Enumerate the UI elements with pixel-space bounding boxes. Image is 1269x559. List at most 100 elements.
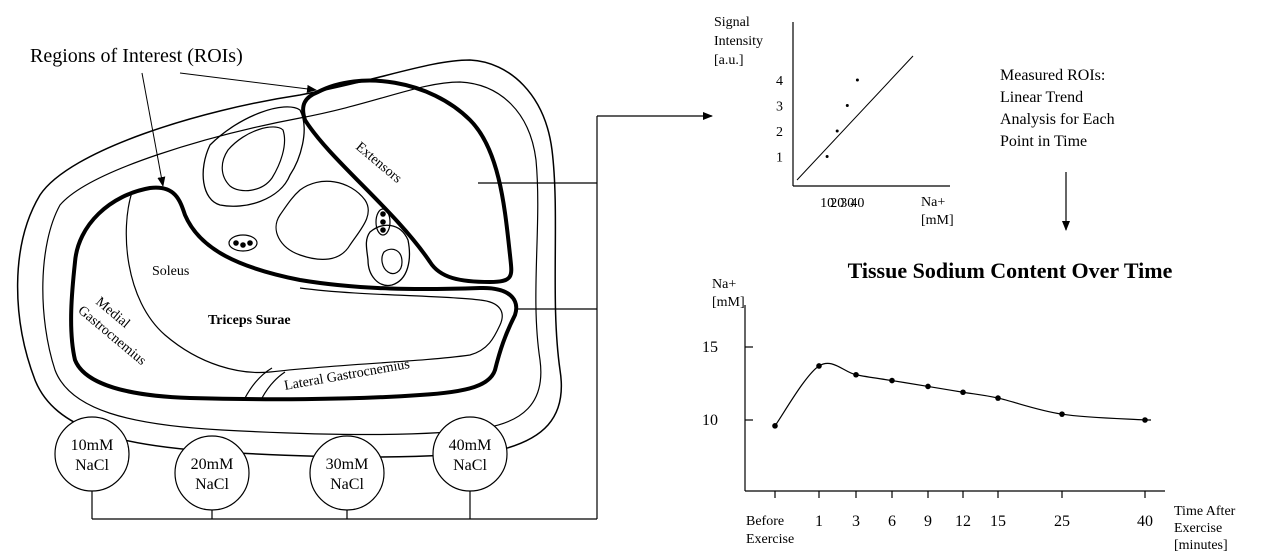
- calib-point: [835, 129, 839, 133]
- calibration-plot: Signal Intensity [a.u.] Na+ [mM] 1 2 3 4 10…: [714, 15, 954, 228]
- leg-cross-section: [16, 59, 563, 458]
- vessel-bundle-right: [375, 208, 391, 236]
- calib-y-tick: 1: [776, 151, 783, 166]
- measured-note-2: Linear Trend: [1000, 89, 1083, 106]
- calib-point: [845, 104, 849, 107]
- soleus-boundary: [125, 191, 271, 374]
- calib-y-tick: 2: [776, 125, 783, 140]
- roi-pointers: [141, 72, 317, 187]
- phantom-concentration: 10mM: [71, 437, 114, 454]
- series-points: [772, 363, 1148, 429]
- soleus-label: Soleus: [152, 264, 189, 279]
- calib-x-tick: 30: [840, 196, 854, 211]
- lateral-gastroc-label: Lateral Gastrocnemius: [283, 357, 411, 394]
- x-tick-label: 15: [990, 513, 1006, 530]
- sodium-chart: Tissue Sodium Content Over Time Na+ [mM]…: [702, 258, 1236, 553]
- x-tick-label: 12: [955, 513, 971, 530]
- fibula-inner: [381, 248, 403, 275]
- before-label-2: Exercise: [746, 532, 794, 547]
- data-point: [925, 383, 931, 390]
- connector-lines: [92, 112, 713, 520]
- calib-points: [825, 78, 859, 158]
- x-tick-label: 25: [1054, 513, 1070, 530]
- phantom-circle: [432, 416, 508, 492]
- phantom-substance: NaCl: [330, 476, 364, 493]
- roi-title: Regions of Interest (ROIs): [30, 45, 243, 67]
- triceps-surae-roi: [69, 185, 519, 402]
- chart-title: Tissue Sodium Content Over Time: [848, 258, 1173, 283]
- tibia-inner: [221, 126, 286, 192]
- calib-ylabel-3: [a.u.]: [714, 53, 744, 68]
- chart-xlabel-3: [minutes]: [1174, 538, 1228, 553]
- phantom-1: 10mM NaCl: [54, 416, 130, 519]
- data-point: [1059, 411, 1065, 417]
- chart-x-ticks: 1 3 6 9 12 15 25 40: [774, 491, 1153, 530]
- calib-ylabel-2: Intensity: [714, 34, 763, 49]
- phantom-concentration: 30mM: [326, 456, 369, 473]
- phantom-circle: [54, 416, 130, 492]
- calib-y-tick: 4: [776, 74, 783, 89]
- data-point: [772, 423, 778, 429]
- calib-point: [855, 78, 859, 82]
- pointer-extensors: [179, 72, 317, 93]
- fibula: [365, 224, 411, 287]
- x-tick-label: 9: [924, 513, 932, 530]
- triceps-surae-label: Triceps Surae: [208, 313, 291, 328]
- soleus-lower-boundary: [269, 287, 503, 373]
- chart-ylabel-1: Na+: [712, 277, 736, 292]
- y-tick-label: 10: [702, 412, 718, 429]
- calib-xlabel-2: [mM]: [921, 213, 954, 228]
- pointer-triceps: [141, 72, 166, 187]
- deep-compartment: [275, 180, 369, 260]
- anatomy-labels: Regions of Interest (ROIs) Extensors Sol…: [30, 45, 411, 394]
- x-tick-label: 6: [888, 513, 896, 530]
- data-point: [889, 377, 895, 384]
- calib-y-tick: 3: [776, 100, 783, 115]
- calib-xlabel-1: Na+: [921, 195, 945, 210]
- x-tick-label: 40: [1137, 513, 1153, 530]
- x-tick-label: 3: [852, 513, 860, 530]
- data-point: [816, 363, 822, 369]
- extensors-roi: [301, 78, 514, 285]
- calib-ylabel-1: Signal: [714, 15, 750, 30]
- phantom-substance: NaCl: [75, 457, 109, 474]
- chart-y-ticks: 10 15: [702, 339, 753, 429]
- extensors-label: Extensors: [352, 140, 404, 187]
- calib-x-tick: 40: [850, 196, 864, 211]
- measured-note-4: Point in Time: [1000, 133, 1087, 150]
- calib-xlabel: Na+ [mM]: [921, 195, 954, 228]
- lateral-gastroc-divider-2: [261, 371, 286, 399]
- chart-xlabel-1: Time After: [1174, 504, 1236, 519]
- tibia: [202, 106, 305, 207]
- measured-note: Measured ROIs: Linear Trend Analysis for…: [1000, 67, 1115, 231]
- phantom-substance: NaCl: [453, 457, 487, 474]
- chart-xlabel-2: Exercise: [1174, 521, 1222, 536]
- phantom-concentration: 40mM: [449, 437, 492, 454]
- vessel-bundle-left: [228, 234, 258, 252]
- calib-x-tick: 10: [820, 196, 834, 211]
- phantom-substance: NaCl: [195, 476, 229, 493]
- phantom-4: 40mM NaCl: [432, 416, 508, 519]
- x-tick-label: 1: [815, 513, 823, 530]
- calib-y-ticks: 1 2 3 4: [776, 74, 783, 166]
- data-point: [853, 371, 859, 378]
- measured-note-1: Measured ROIs:: [1000, 67, 1105, 84]
- fascia-outline: [42, 81, 542, 436]
- calib-x-tick: 20: [830, 196, 844, 211]
- data-point: [960, 389, 966, 396]
- lateral-gastroc-divider: [244, 367, 273, 399]
- calib-point: [825, 155, 829, 158]
- calib-fit-line: [796, 55, 914, 181]
- phantom-circle: [174, 435, 250, 511]
- data-point: [995, 395, 1001, 401]
- chart-ylabel-2: [mM]: [712, 295, 745, 310]
- before-label-1: Before: [746, 514, 784, 529]
- measured-note-3: Analysis for Each: [1000, 111, 1115, 128]
- phantom-3: 30mM NaCl: [309, 435, 385, 519]
- y-tick-label: 15: [702, 339, 718, 356]
- data-point: [1142, 417, 1148, 423]
